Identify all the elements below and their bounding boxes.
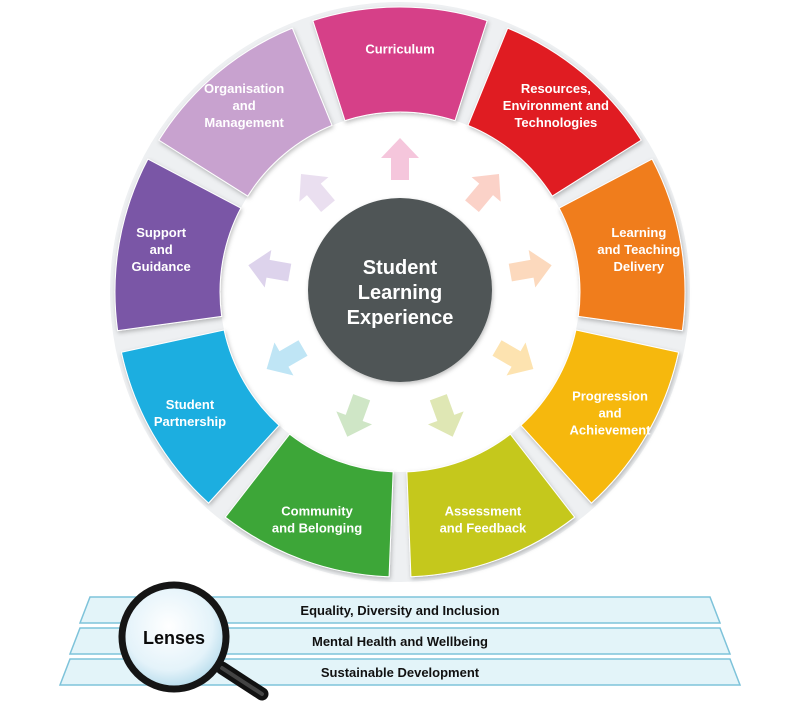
segment-curriculum bbox=[312, 6, 488, 122]
segment-resources-label-line-2: Environment and bbox=[503, 98, 609, 113]
segment-assessment-label-line-2: and Feedback bbox=[440, 520, 527, 535]
lenses-title: Lenses bbox=[143, 628, 205, 648]
segment-organisation-label-line-2: and bbox=[233, 98, 256, 113]
segment-support bbox=[114, 158, 242, 332]
segment-progression-label-line-1: Progression bbox=[572, 388, 648, 403]
center-circle bbox=[308, 198, 492, 382]
arrow-curriculum-icon bbox=[381, 138, 419, 180]
lens-band-mental-health-label: Mental Health and Wellbeing bbox=[312, 634, 488, 649]
segment-support-label-line-1: Support bbox=[136, 225, 186, 240]
segment-resources bbox=[467, 27, 642, 197]
segment-resources-label-line-3: Technologies bbox=[514, 115, 597, 130]
arrow-learning-teaching-icon bbox=[508, 250, 552, 288]
center-label-line-2: Learning bbox=[358, 282, 442, 304]
segment-student-partnership-label-line-2: Partnership bbox=[154, 414, 226, 429]
arrow-community-icon bbox=[336, 394, 373, 437]
arrows-group bbox=[248, 138, 552, 437]
segment-organisation bbox=[158, 27, 333, 197]
segment-community bbox=[224, 433, 394, 578]
segment-community-label-line-1: Community bbox=[281, 503, 353, 518]
lens-band-mental-health bbox=[68, 627, 732, 655]
lens-band-equality-label: Equality, Diversity and Inclusion bbox=[300, 603, 499, 618]
segment-learning-teaching bbox=[558, 158, 686, 332]
center-label-line-1: Student bbox=[363, 257, 438, 279]
segment-progression-label-line-3: Achievement bbox=[570, 422, 652, 437]
magnifying-glass-icon: Lenses bbox=[118, 581, 269, 701]
segment-organisation-label-line-3: Management bbox=[204, 115, 284, 130]
segment-student-partnership-label-line-1: Student bbox=[166, 397, 215, 412]
center-label-line-3: Experience bbox=[347, 307, 454, 329]
segment-curriculum-label-line-1: Curriculum bbox=[365, 42, 434, 57]
arrow-progression-icon bbox=[492, 340, 534, 376]
arrow-support-icon bbox=[248, 250, 292, 288]
arrow-resources-icon bbox=[465, 174, 501, 212]
segment-learning-teaching-label-line-2: and Teaching bbox=[597, 242, 680, 257]
lens-band-sustainable-label: Sustainable Development bbox=[321, 665, 480, 680]
arrow-student-partnership-icon bbox=[266, 340, 308, 376]
segment-community-label-line-2: and Belonging bbox=[272, 520, 362, 535]
segment-resources-label-line-1: Resources, bbox=[521, 81, 591, 96]
segment-learning-teaching-label-line-3: Delivery bbox=[614, 259, 665, 274]
center-hub: Student Learning Experience bbox=[308, 198, 492, 382]
segment-student-partnership bbox=[120, 329, 280, 504]
lens-band-equality bbox=[78, 596, 722, 624]
segment-organisation-label-line-1: Organisation bbox=[204, 81, 284, 96]
segment-learning-teaching-label-line-1: Learning bbox=[611, 225, 666, 240]
segment-progression-label-line-2: and bbox=[598, 405, 621, 420]
segment-assessment bbox=[406, 433, 576, 578]
arrow-assessment-icon bbox=[427, 394, 464, 437]
segment-assessment-label-line-1: Assessment bbox=[445, 503, 522, 518]
segment-progression bbox=[520, 329, 680, 504]
arrow-organisation-icon bbox=[299, 174, 335, 212]
segment-support-label-line-2: and bbox=[150, 242, 173, 257]
segment-support-label-line-3: Guidance bbox=[132, 259, 191, 274]
